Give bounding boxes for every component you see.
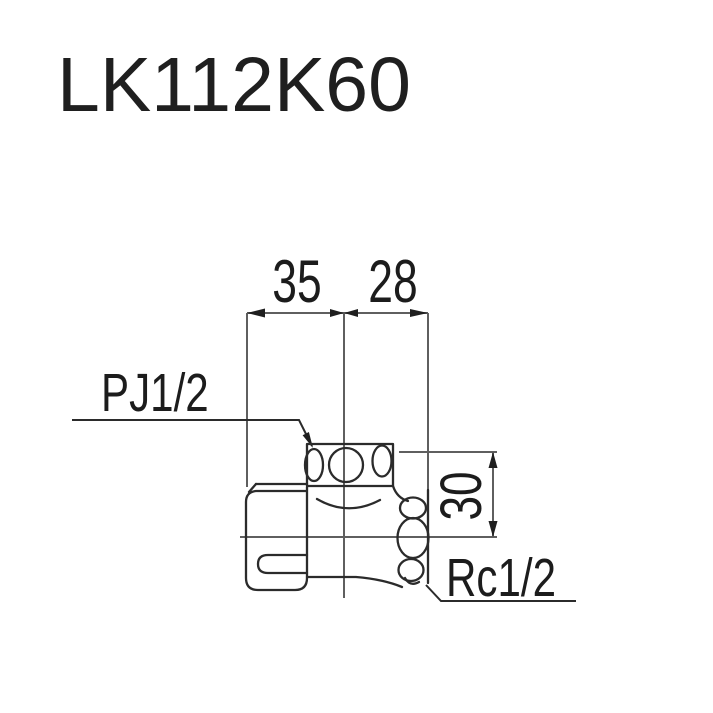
arrow-right-icon [410,309,428,317]
valve-body-slot [256,553,309,575]
dimension-35: 35 [272,248,322,315]
fitting-outline [244,442,430,592]
arrow-mid-left-icon [344,309,358,317]
nut-edge-left [303,447,325,483]
product-code-title: LK112K60 [57,42,411,128]
nut-body [305,442,395,488]
valve-body-chamfer [247,482,258,494]
label-rc12: Rc1/2 [446,548,557,608]
nut-hex-face [327,446,365,484]
outlet-ring-top [398,496,428,520]
outlet-ring-bottom [397,557,425,583]
leader-rc [425,584,576,602]
leader-pj [72,419,313,447]
dimension-arrows [247,308,498,537]
dimension-lines [240,312,497,598]
body-shoulder-arc [315,497,382,510]
dimension-30: 30 [429,471,494,521]
outlet-thread-hook [403,576,421,585]
arrow-left-icon [247,308,265,318]
arrow-30-top-icon [488,452,498,468]
nut-to-outlet-curve [391,484,410,503]
arrow-30-bottom-icon [488,521,498,537]
body-bottom-link [305,575,404,589]
nut-edge-right [371,444,393,478]
dimension-28: 28 [368,248,418,315]
valve-body [244,485,309,592]
arrow-mid-right-icon [330,309,344,317]
label-pj12: PJ1/2 [101,363,209,423]
